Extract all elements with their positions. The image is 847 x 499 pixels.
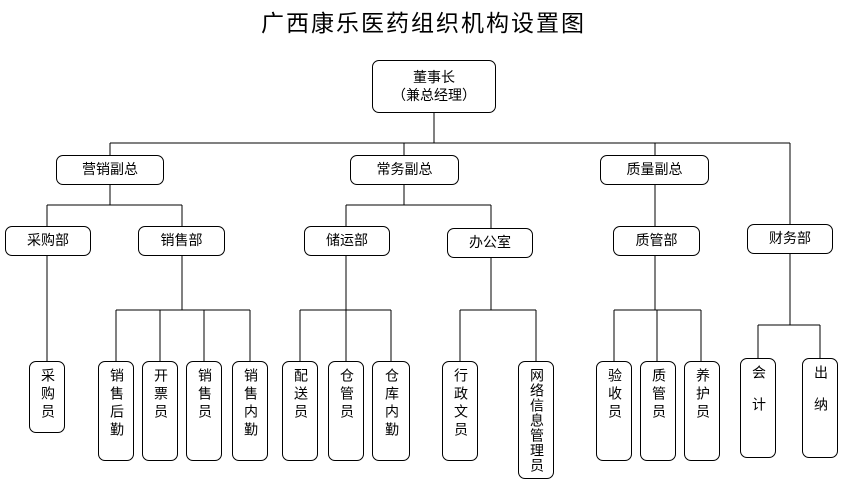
chairman-subtitle: （兼总经理） bbox=[392, 87, 476, 104]
leaf-network-admin: 网络信息管理员 bbox=[518, 361, 554, 479]
node-office: 办公室 bbox=[447, 228, 533, 258]
node-purchasing-dept: 采购部 bbox=[5, 226, 91, 256]
leaf-sales-support-label: 销售后勤 bbox=[108, 368, 124, 440]
node-quality-vp: 质量副总 bbox=[600, 155, 709, 185]
leaf-delivery: 配送员 bbox=[282, 361, 318, 461]
leaf-inspector-label: 验收员 bbox=[606, 368, 622, 422]
leaf-delivery-label: 配送员 bbox=[292, 368, 308, 422]
leaf-qa-staff: 质管员 bbox=[640, 361, 676, 461]
leaf-sales-internal: 销售内勤 bbox=[232, 361, 268, 461]
node-sales-dept: 销售部 bbox=[138, 226, 225, 256]
leaf-accountant: 会计 bbox=[740, 358, 776, 458]
node-sales-vp: 营销副总 bbox=[56, 155, 164, 185]
leaf-admin-clerk-label: 行政文员 bbox=[452, 368, 468, 440]
leaf-salesperson: 销售员 bbox=[186, 361, 222, 461]
chairman-title: 董事长 bbox=[413, 69, 455, 86]
leaf-inspector: 验收员 bbox=[596, 361, 632, 461]
leaf-cashier-label: 出纳 bbox=[812, 365, 828, 429]
node-chairman: 董事长 （兼总经理） bbox=[372, 60, 496, 113]
leaf-warehouse-keeper: 仓管员 bbox=[328, 361, 364, 461]
node-ops-vp: 常务副总 bbox=[350, 155, 459, 185]
leaf-invoicing: 开票员 bbox=[142, 361, 178, 461]
leaf-salesperson-label: 销售员 bbox=[196, 368, 212, 422]
leaf-sales-support: 销售后勤 bbox=[98, 361, 134, 461]
leaf-maintenance-label: 养护员 bbox=[694, 368, 710, 422]
leaf-cashier: 出纳 bbox=[802, 358, 838, 458]
node-logistics-dept: 储运部 bbox=[304, 226, 390, 256]
leaf-sales-internal-label: 销售内勤 bbox=[242, 368, 258, 440]
leaf-warehouse-keeper-label: 仓管员 bbox=[338, 368, 354, 422]
page-title: 广西康乐医药组织机构设置图 bbox=[261, 11, 586, 37]
leaf-qa-staff-label: 质管员 bbox=[650, 368, 666, 422]
leaf-warehouse-internal: 仓库内勤 bbox=[372, 361, 410, 461]
leaf-admin-clerk: 行政文员 bbox=[442, 361, 478, 461]
leaf-warehouse-internal-label: 仓库内勤 bbox=[383, 368, 399, 440]
leaf-accountant-label: 会计 bbox=[750, 365, 766, 429]
leaf-buyer-label: 采购员 bbox=[39, 368, 55, 422]
node-finance-dept: 财务部 bbox=[747, 224, 833, 254]
leaf-network-admin-label: 网络信息管理员 bbox=[528, 368, 544, 473]
leaf-buyer: 采购员 bbox=[29, 361, 65, 433]
node-qa-dept: 质管部 bbox=[613, 226, 700, 256]
leaf-maintenance: 养护员 bbox=[684, 361, 720, 461]
leaf-invoicing-label: 开票员 bbox=[152, 368, 168, 422]
